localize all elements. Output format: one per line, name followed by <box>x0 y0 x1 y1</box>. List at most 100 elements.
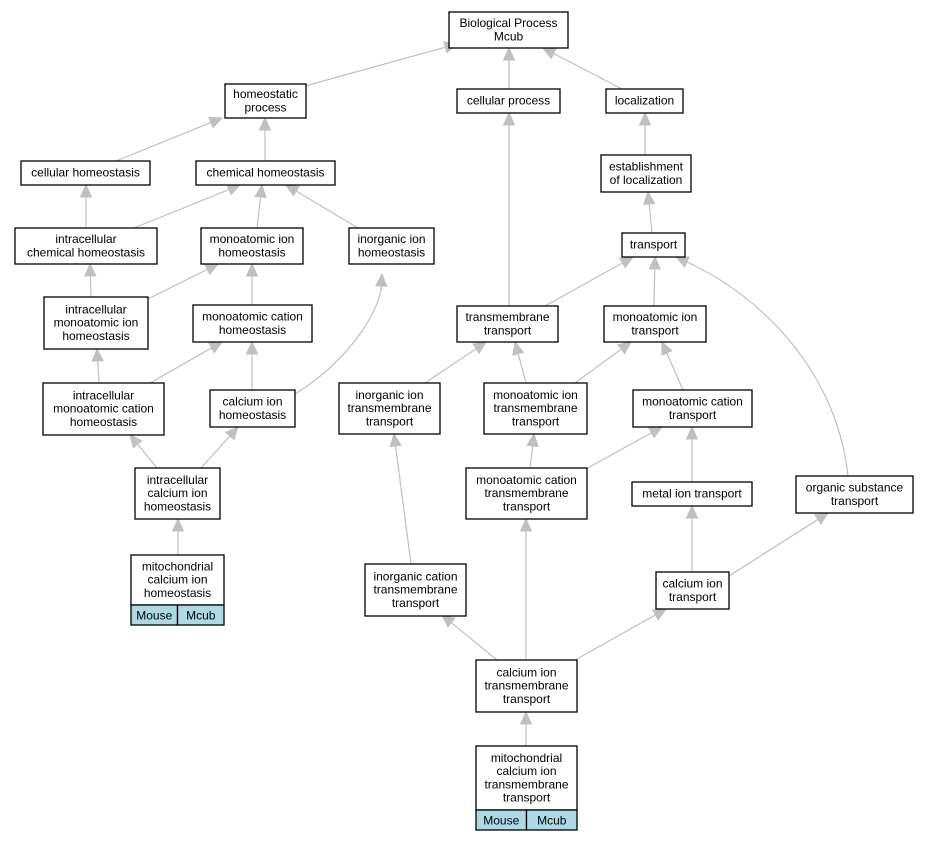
term-label-line: inorganic ion <box>355 388 423 402</box>
term-box[interactable] <box>475 659 578 713</box>
edge-line <box>304 46 446 87</box>
arrowhead <box>661 340 673 356</box>
term-label-line: transport <box>631 323 679 337</box>
term-node-chemical_homeo[interactable]: chemical homeostasis <box>195 160 336 186</box>
edge-line <box>115 121 212 162</box>
term-node-cellular_process[interactable]: cellular process <box>456 88 561 114</box>
term-label-line: process <box>244 100 286 114</box>
arrowhead <box>648 255 662 270</box>
term-box[interactable] <box>605 88 684 114</box>
term-box[interactable] <box>200 227 304 265</box>
term-box[interactable] <box>448 11 569 49</box>
annotation-badge-box[interactable] <box>525 809 578 831</box>
term-box[interactable] <box>631 481 753 507</box>
term-node-cellular_homeo[interactable]: cellular homeostasis <box>20 160 151 186</box>
term-box[interactable] <box>456 305 559 343</box>
term-label-line: cellular homeostasis <box>31 166 140 180</box>
term-box[interactable] <box>134 467 221 520</box>
term-box[interactable] <box>130 554 225 606</box>
term-box[interactable] <box>483 382 588 435</box>
edge-inorganic_ion_homeo-to-chemical_homeo <box>284 184 359 229</box>
annotation-badge-box[interactable] <box>176 604 225 626</box>
term-box[interactable] <box>795 475 914 514</box>
edge-calcium_ion_transport-to-organic_substance_transport <box>728 512 830 577</box>
edge-line <box>424 348 477 384</box>
term-box[interactable] <box>42 382 165 436</box>
term-node-localization[interactable]: localization <box>605 88 684 114</box>
arrowhead <box>224 426 239 441</box>
term-box[interactable] <box>465 467 588 520</box>
arrowhead <box>648 426 664 439</box>
term-node-transport[interactable]: transport <box>621 232 686 258</box>
edge-intracellular_chem-to-chemical_homeo <box>133 183 242 229</box>
term-box[interactable] <box>456 88 561 114</box>
arrowhead <box>685 425 699 440</box>
term-label-line: chemical homeostasis <box>206 166 324 180</box>
term-box[interactable] <box>632 389 753 428</box>
edge-metal_ion_transport-to-monoatomic_cation_transport <box>685 425 699 482</box>
arrowhead <box>642 190 656 206</box>
term-box[interactable] <box>192 304 313 343</box>
arrowhead <box>226 183 242 196</box>
term-node-metal_ion_transport[interactable]: metal ion transport <box>631 481 753 507</box>
term-box[interactable] <box>655 571 730 610</box>
edge-establishment-to-localization <box>638 111 652 155</box>
arrowhead <box>502 111 516 126</box>
term-box[interactable] <box>603 305 707 343</box>
term-box[interactable] <box>14 227 158 265</box>
term-label-line: transport <box>392 596 440 610</box>
edge-intracellular_monoatomic_cation-to-intracellular_monoatomic_ion <box>91 347 105 384</box>
arrowhead <box>208 341 224 354</box>
term-box[interactable] <box>43 296 149 350</box>
term-box[interactable] <box>195 160 336 186</box>
arrowhead <box>541 47 557 60</box>
term-label-line: homeostasis <box>358 245 425 259</box>
term-label-line: homeostasis <box>219 408 286 422</box>
edge-monoatomic_cation_homeo-to-monoatomic_ion_homeo <box>245 262 259 305</box>
edge-line <box>89 275 92 298</box>
term-box[interactable] <box>600 154 692 193</box>
edge-transport-to-establishment <box>642 190 656 234</box>
term-box[interactable] <box>348 227 435 265</box>
term-label-line: calcium ion <box>147 573 207 587</box>
edge-line <box>149 347 212 384</box>
term-label-line: mitochondrial <box>491 751 562 765</box>
term-label-line: transmembrane <box>347 401 431 415</box>
term-box[interactable] <box>364 563 467 617</box>
term-box[interactable] <box>209 389 296 428</box>
edge-inorganic_ion_tm-to-transmembrane_transport <box>424 341 487 384</box>
arrowhead <box>84 262 97 277</box>
term-box[interactable] <box>224 83 307 119</box>
term-box[interactable] <box>338 382 441 435</box>
term-box[interactable] <box>20 160 151 186</box>
term-box[interactable] <box>621 232 686 258</box>
edge-transmembrane_transport-to-transport <box>544 256 635 307</box>
term-label-line: monoatomic cation <box>476 473 577 487</box>
